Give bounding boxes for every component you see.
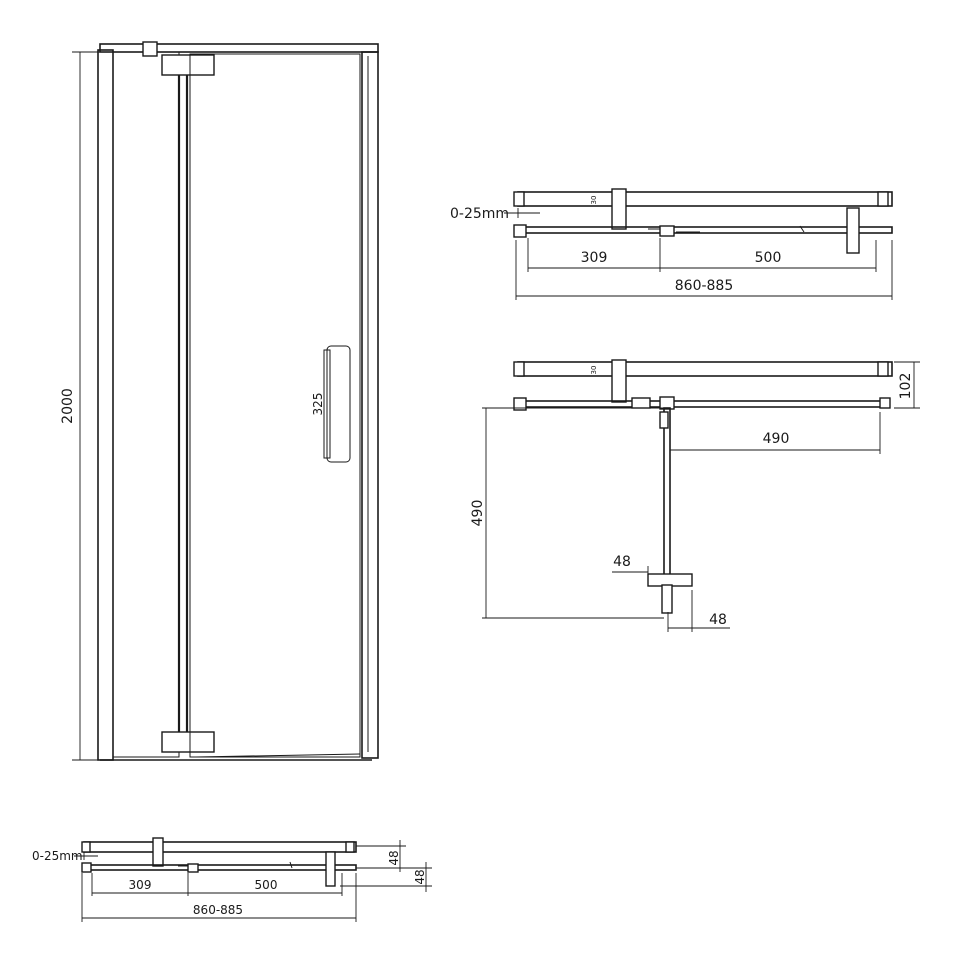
top-hinge — [161, 54, 215, 76]
small-side-b: 48 — [413, 869, 427, 884]
gap-label: 0-25mm — [450, 206, 509, 222]
depth-102: 102 — [898, 373, 914, 400]
door-panel — [189, 53, 361, 758]
height-label: 2000 — [60, 388, 76, 424]
swing-width: 490 — [763, 431, 790, 447]
small-dim-309: 309 — [129, 878, 152, 892]
plan-view-closed: 30 0-25mm 309 500 860-885 — [450, 188, 893, 300]
height-dimension: 2000 — [60, 51, 112, 761]
plan-closed-tag: 30 — [590, 196, 598, 205]
plan-open-tag: 30 — [590, 366, 598, 375]
dim-500: 500 — [755, 250, 782, 266]
handle-length-label: 325 — [311, 393, 325, 416]
small-dim-500: 500 — [255, 878, 278, 892]
wall-profile — [97, 49, 114, 761]
handle-dim-a: 48 — [613, 554, 631, 570]
handle-dim-b: 48 — [709, 612, 727, 628]
door-handle: 325 — [311, 345, 351, 463]
front-elevation-view: 2000 325 — [60, 41, 379, 761]
pivot-bar — [177, 68, 189, 752]
small-total: 860-885 — [193, 903, 243, 917]
small-gap-label: 0-25mm — [32, 849, 83, 863]
swing-depth: 490 — [470, 500, 486, 527]
plan-view-small: 0-25mm 309 500 860-885 48 48 — [32, 837, 432, 922]
top-rail — [99, 43, 379, 53]
plan-view-open: 30 102 490 490 48 48 — [470, 359, 920, 632]
bottom-hinge — [161, 731, 215, 753]
right-frame — [361, 51, 379, 759]
top-clamp — [142, 41, 158, 57]
fixed-panel — [112, 51, 180, 758]
small-side-a: 48 — [387, 850, 401, 865]
total-width: 860-885 — [675, 278, 734, 294]
dim-309: 309 — [581, 250, 608, 266]
